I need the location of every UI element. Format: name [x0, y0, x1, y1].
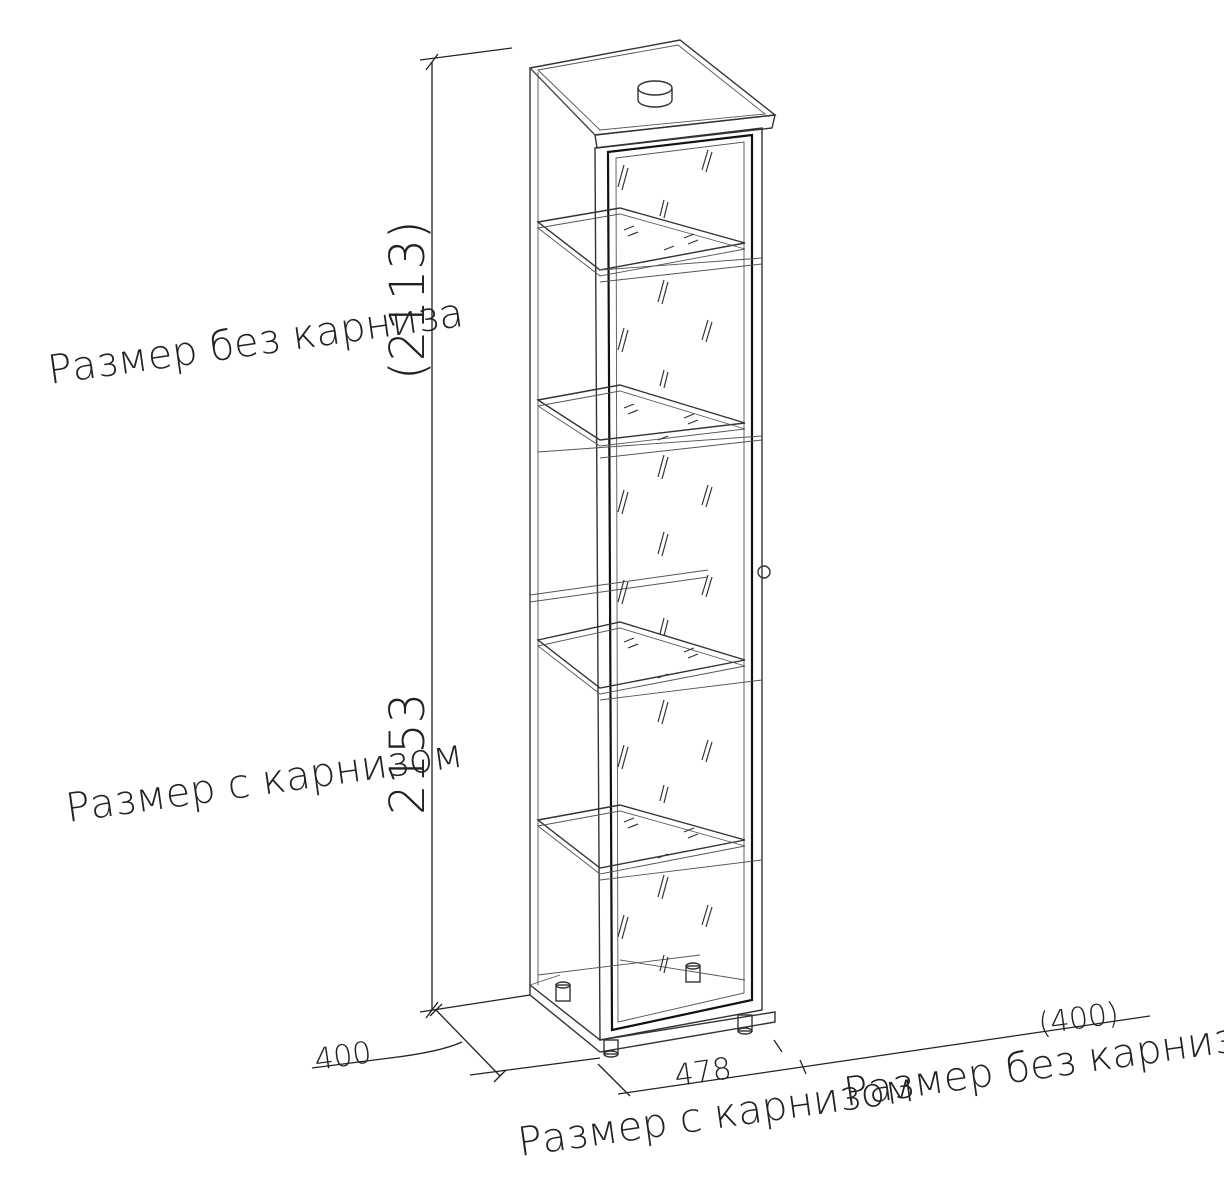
width-with-cornice-value: 478	[672, 1051, 734, 1094]
height-with-cornice-value: 2153	[380, 693, 436, 815]
cabinet-feet	[555, 962, 753, 1058]
height-no-cornice-value: (2113)	[380, 220, 436, 380]
width-no-cornice-label: Размер без карниза	[841, 1012, 1224, 1116]
shelf-2	[536, 384, 763, 459]
shelf-3	[529, 569, 763, 701]
cabinet-body	[528, 39, 777, 1058]
shelf-1	[536, 207, 763, 283]
dimension-lines	[311, 47, 1151, 1097]
shelf-4	[536, 804, 763, 881]
glass-hatch-marks	[617, 149, 713, 974]
depth-value: 400	[312, 1035, 374, 1078]
glass-shelves	[529, 207, 763, 981]
shelf-bottom	[537, 954, 746, 981]
